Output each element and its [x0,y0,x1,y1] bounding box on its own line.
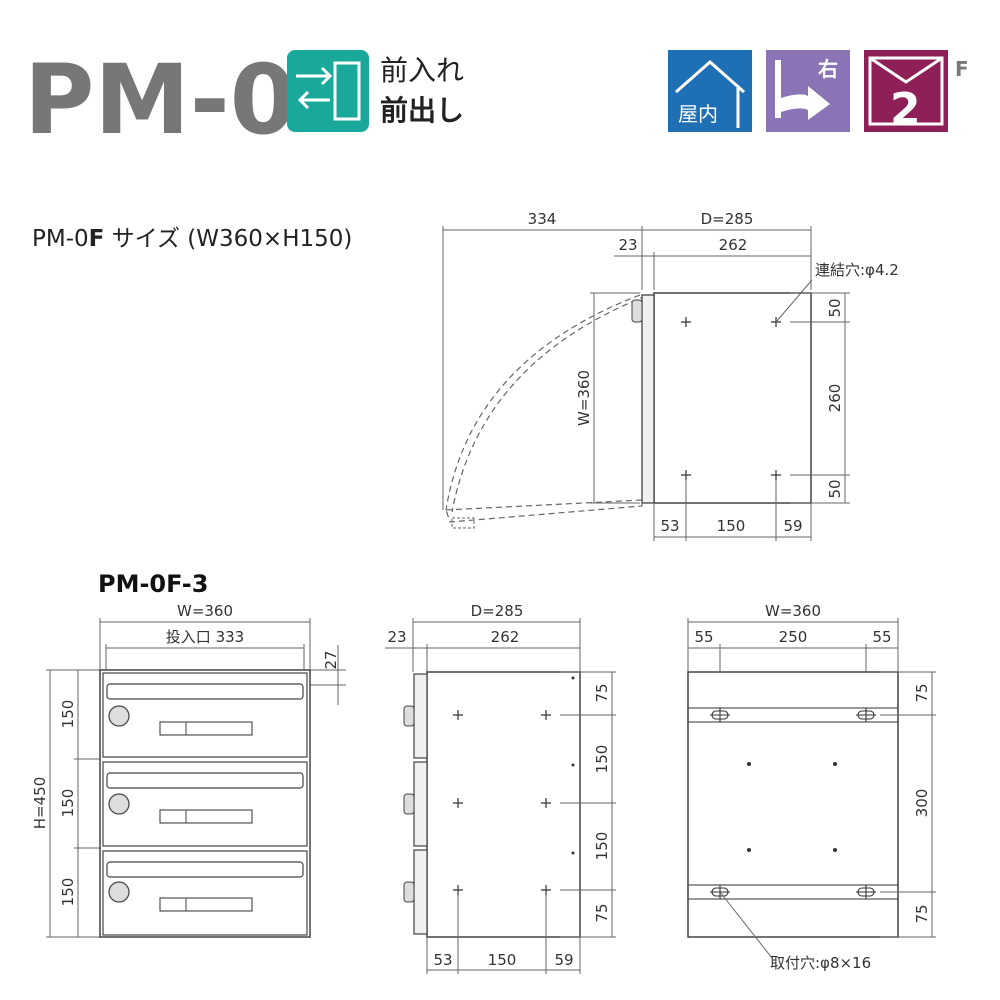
side-dim-r4: 75 [593,903,611,922]
back-dim-right: 55 [872,628,891,646]
lock-icon [108,881,130,903]
mailbox-door [102,850,308,936]
side-dim-r3: 150 [593,832,611,861]
back-dim-mid: 250 [779,628,808,646]
dim-flange: 23 [618,236,637,254]
unit3-title: PM-0F-3 [98,570,208,598]
mounting-holes [710,708,876,899]
side-dim-depth: D=285 [471,602,524,620]
back-dim-left: 55 [694,628,713,646]
front-dim-top: 27 [322,650,340,669]
mail-capacity-badge: 2 [864,50,948,135]
lock-knob [403,705,415,727]
side-dim-r1: 75 [593,683,611,702]
right-hinge-badge: 右 [766,50,850,132]
right-label: 右 [818,57,838,81]
opening-line1: 前入れ [380,54,464,87]
dim-bottom-right: 59 [783,517,802,535]
mailbox-door [102,761,308,847]
side-view: D=285 23 262 75 15 [385,602,616,974]
front-dim-row1: 150 [59,700,77,729]
lock-icon [108,705,130,727]
back-dim-r3: 75 [913,904,931,923]
dim-right-top: 50 [826,298,844,317]
name-plate [159,721,253,736]
front-dim-slot: 投入口 333 [166,628,244,646]
door-flange [641,294,655,504]
mount-note: 取付穴:φ8×16 [770,954,871,972]
lock-knob [403,881,415,903]
indoor-label: 屋内 [678,102,718,126]
side-body [653,292,812,504]
dim-bottom-left: 53 [660,517,679,535]
name-plate [159,897,253,912]
back-dim-width: W=360 [765,602,821,620]
dim-body: 262 [719,236,748,254]
dim-width: W=360 [575,370,593,426]
front-in-out-icon [287,50,369,132]
front-view: W=360 投入口 333 27 H=450 150 150 150 [31,602,346,938]
front-dim-row2: 150 [59,789,77,818]
front-dim-height: H=450 [31,777,49,829]
mailbox-door [102,672,308,758]
dim-right-mid: 260 [826,384,844,413]
side-dim-b2: 150 [488,951,517,969]
back-view: W=360 55 250 55 75 300 75 取付穴:φ8×16 [687,602,936,972]
hole-note: 連結穴:φ4.2 [815,261,899,279]
unit3-diagrams: PM-0F-3 W=360 投入口 333 27 H=450 150 150 [31,570,936,974]
side-dim-body: 262 [491,628,520,646]
lock-icon [108,793,130,815]
lock-knob [631,299,643,323]
dim-right-bottom: 50 [826,479,844,498]
indoor-badge: 屋内 [668,50,752,132]
front-dim-width: W=360 [177,602,233,620]
side-dim-b1: 53 [433,951,452,969]
dim-bottom-mid: 150 [717,517,746,535]
opening-line2: 前出し [380,94,464,127]
model-title: PM-0 [24,44,297,150]
series-label: F [955,57,969,81]
dim-depth: D=285 [701,210,754,228]
back-dim-r1: 75 [913,683,931,702]
side-dim-b3: 59 [554,951,573,969]
top-view-caption: PM-0F サイズ (W360×H150) [32,226,352,252]
side-dim-flange: 23 [387,628,406,646]
name-plate [159,809,253,824]
connection-holes [453,710,551,895]
side-dim-r2: 150 [593,745,611,774]
capacity-number: 2 [890,84,921,135]
front-dim-row3: 150 [59,878,77,907]
header: PM-0 前入れ 前出し 屋内 右 2 F [24,44,969,150]
top-view-diagram: PM-0F サイズ (W360×H150) 334 D=285 23 262 W… [32,210,899,541]
back-dim-r2: 300 [913,789,931,818]
lock-knob [403,793,415,815]
dim-swing: 334 [528,210,557,228]
